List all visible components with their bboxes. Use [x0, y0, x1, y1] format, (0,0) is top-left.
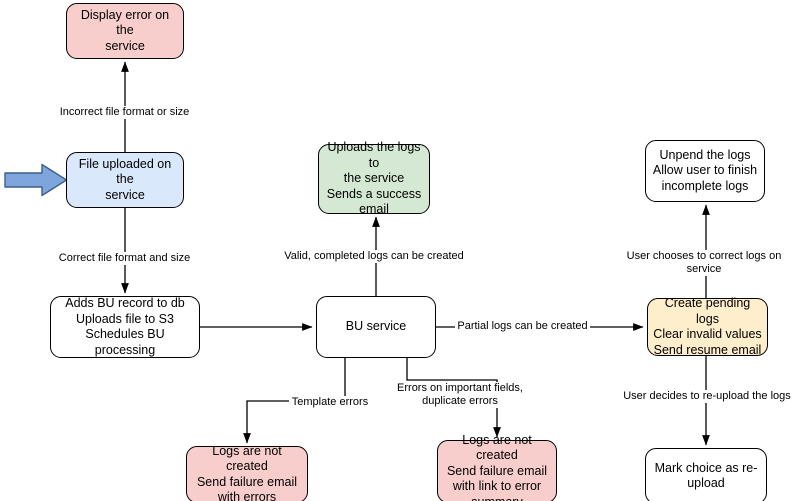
edge-label-valid-completed-logs: Valid, completed logs can be created	[281, 250, 467, 263]
node-mark-choice-as-re-upload[interactable]: Mark choice as re- upload	[645, 448, 767, 501]
node-display-error[interactable]: Display error on the service	[66, 3, 184, 59]
node-unpend-the-logs[interactable]: Unpend the logs Allow user to finish inc…	[645, 140, 765, 202]
node-file-uploaded-on-the-service[interactable]: File uploaded on the service	[66, 152, 184, 208]
edge-label-errors-on-important-fields: Errors on important fields, duplicate er…	[390, 382, 530, 408]
node-logs-not-created-error-summary[interactable]: Logs are not created Send failure email …	[437, 433, 557, 501]
edge-label-incorrect-file-format: Incorrect file format or size	[52, 106, 197, 119]
node-logs-not-created-with-errors[interactable]: Logs are not created Send failure email …	[186, 444, 308, 501]
node-adds-bu-record-to-db[interactable]: Adds BU record to db Uploads file to S3 …	[50, 296, 200, 358]
edge-label-template-errors: Template errors	[289, 396, 371, 409]
edge-label-user-chooses-to-correct-logs: User chooses to correct logs on service	[606, 250, 801, 276]
node-uploads-the-logs-to-the-service[interactable]: Uploads the logs to the service Sends a …	[318, 140, 430, 216]
edge-label-correct-file-format: Correct file format and size	[52, 252, 197, 265]
node-bu-service[interactable]: BU service	[316, 296, 436, 358]
edge-label-partial-logs: Partial logs can be created	[455, 320, 590, 333]
input-block-arrow	[4, 163, 68, 197]
node-create-pending-logs[interactable]: Create pending logs Clear invalid values…	[647, 296, 768, 357]
edge-label-user-decides-to-reupload: User decides to re-upload the logs	[621, 390, 793, 403]
